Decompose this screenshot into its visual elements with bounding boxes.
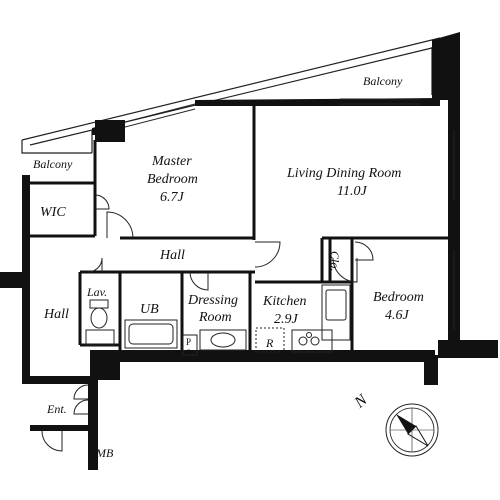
compass-needle-north (396, 414, 416, 434)
label-refrigerator: R (265, 336, 274, 350)
label-entrance: Ent. (46, 402, 67, 416)
label-ps-s: S (186, 348, 191, 358)
label-hall-upper: Hall (159, 248, 185, 263)
doors (41, 194, 374, 452)
label-bedroom: Bedroom (373, 290, 424, 305)
balcony-top-area (21, 37, 441, 154)
compass: N (351, 391, 439, 457)
label-master-bedroom: Bedroom (147, 172, 198, 187)
exterior-walls (0, 32, 498, 470)
fixtures (85, 284, 351, 356)
label-dressing-room: Room (198, 310, 232, 325)
label-living: Living Dining Room (286, 166, 401, 181)
label-lav: Lav. (86, 285, 107, 299)
room-labels: Balcony Balcony Master Bedroom 6.7J Livi… (33, 74, 424, 460)
label-master: Master (151, 154, 192, 169)
label-ps-p: P (186, 337, 191, 347)
label-kitchen-size: 2.9J (274, 312, 299, 327)
label-ub: UB (140, 302, 159, 317)
label-balcony-left: Balcony (33, 157, 73, 171)
label-living-size: 11.0J (337, 184, 367, 199)
compass-outer-ring (385, 403, 439, 457)
compass-north-label: N (351, 391, 372, 412)
label-hall-left: Hall (43, 307, 69, 322)
label-bedroom-size: 4.6J (385, 308, 410, 323)
label-master-size: 6.7J (160, 190, 185, 205)
label-mb: MB (95, 446, 114, 460)
label-closet: Clo. (328, 251, 342, 271)
label-kitchen: Kitchen (262, 294, 307, 309)
label-dressing: Dressing (187, 293, 238, 308)
interior-walls (30, 104, 448, 352)
label-wic: WIC (40, 205, 66, 220)
windows (124, 98, 455, 330)
label-balcony-top: Balcony (363, 74, 403, 88)
